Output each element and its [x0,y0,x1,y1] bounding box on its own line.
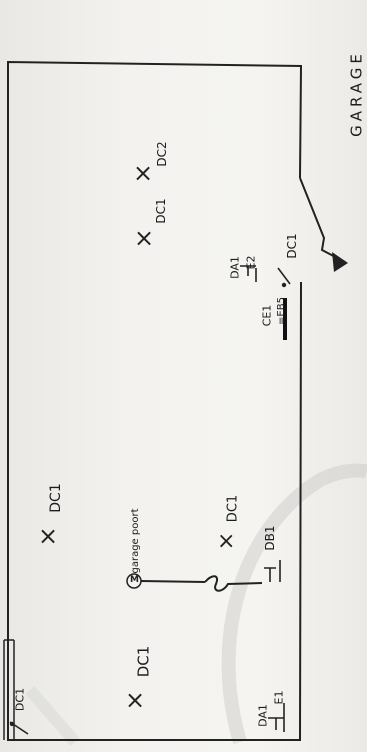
motor-icon: M [130,575,139,585]
socket-label-bottom: E2 [244,255,258,270]
ceiling-point-label: DC2 [155,141,169,167]
cross-icon: × [125,686,146,714]
motor-caption: garage poort [130,508,141,574]
cross-icon: × [38,522,59,550]
ceiling-point-label: DC1 [154,198,168,224]
socket-label-bottom: E1 [272,690,286,705]
ceiling-point-label: DC1 [134,645,153,678]
motor-switch-label: DB1 [263,525,277,551]
socket-label-top: DA1 [256,704,270,727]
room-label: GARAGE [347,50,366,137]
cross-icon: × [217,529,236,554]
panel-label-line2: =EB5 [276,297,287,325]
socket-label-top: DA1 [228,256,242,279]
switch-label-door: DC1 [285,233,299,259]
panel-label-line1: CE1 [260,304,274,327]
cross-icon: × [133,159,154,187]
ceiling-point-label: DC1 [225,494,241,523]
cross-icon: × [134,224,155,252]
ceiling-point-label: DC1 [48,483,64,513]
switch-label-top-left: DC1 [13,687,27,712]
